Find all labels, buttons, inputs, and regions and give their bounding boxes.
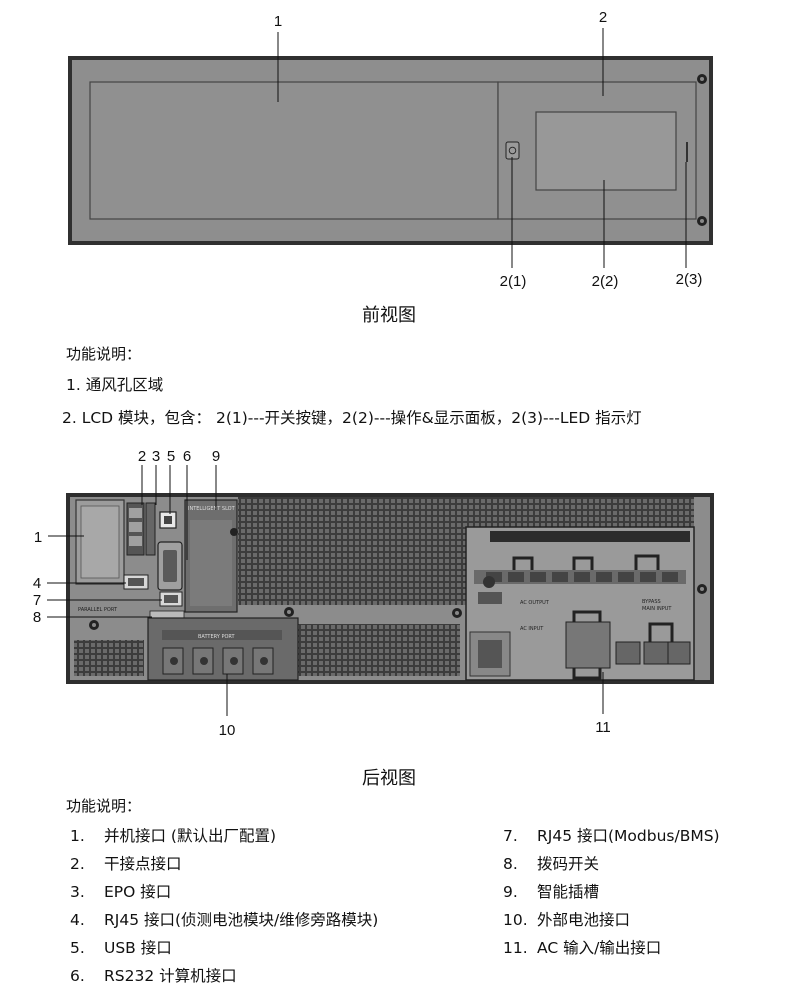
display-panel bbox=[535, 111, 677, 191]
label-battery-port: BATTERY PORT bbox=[198, 634, 236, 640]
power-icon bbox=[508, 146, 517, 155]
rear-description-item: 9.智能插槽 bbox=[503, 883, 600, 901]
rear-callout-10: 10 bbox=[219, 722, 236, 739]
rear-description-item: 3.EPO 接口 bbox=[70, 883, 172, 901]
front-callout-2-3: 2(3) bbox=[676, 271, 703, 288]
rear-callout-1: 1 bbox=[34, 529, 42, 546]
front-vent-area bbox=[89, 81, 499, 220]
rear-description-item: 6.RS232 计算机接口 bbox=[70, 967, 237, 985]
label-ac-input: AC INPUT bbox=[520, 626, 544, 632]
label-ac-output: AC OUTPUT bbox=[520, 600, 550, 606]
rear-description-item: 2.干接点接口 bbox=[70, 855, 182, 873]
rear-description-item: 10.外部电池接口 bbox=[503, 911, 631, 929]
rear-callout-11: 11 bbox=[595, 719, 611, 736]
rear-callout-2: 2 bbox=[138, 448, 146, 465]
rear-callout-4: 4 bbox=[33, 575, 41, 592]
label-main-input: MAIN INPUT bbox=[642, 606, 672, 612]
rear-callout-9: 9 bbox=[212, 448, 220, 465]
rear-description-item: 5.USB 接口 bbox=[70, 939, 172, 957]
rear-description-item: 1.并机接口 (默认出厂配置) bbox=[70, 827, 277, 845]
label-bypass: BYPASS bbox=[642, 599, 661, 605]
front-view-device bbox=[68, 56, 713, 245]
rear-callout-5: 5 bbox=[167, 448, 175, 465]
rear-callout-6: 6 bbox=[183, 448, 191, 465]
rear-vent-top-right bbox=[466, 497, 694, 527]
front-callout-2-2: 2(2) bbox=[592, 273, 619, 290]
rear-description-item: 4.RJ45 接口(侦测电池模块/维修旁路模块) bbox=[70, 911, 379, 929]
led-indicator bbox=[686, 142, 688, 162]
front-description-2: 2. LCD 模块，包含： 2(1)---开关按键，2(2)---操作&显示面板… bbox=[62, 409, 642, 427]
rear-vent-top bbox=[238, 497, 466, 605]
rear-view-caption: 后视图 bbox=[362, 768, 416, 789]
rear-callout-8: 8 bbox=[33, 609, 41, 626]
rear-vent-left bbox=[74, 640, 144, 676]
rear-vent-bottom bbox=[298, 624, 460, 676]
rear-description-item: 7.RJ45 接口(Modbus/BMS) bbox=[503, 827, 720, 845]
front-description-1: 1. 通风孔区域 bbox=[66, 376, 164, 394]
epo-port bbox=[145, 502, 156, 556]
front-leader-lines bbox=[277, 28, 687, 268]
front-callout-1: 1 bbox=[274, 13, 282, 30]
front-callout-2-1: 2(1) bbox=[500, 273, 527, 290]
rear-description-item: 8.拨码开关 bbox=[503, 855, 600, 873]
rear-callout-7: 7 bbox=[33, 592, 41, 609]
rear-description-item: 11.AC 输入/输出接口 bbox=[503, 939, 662, 957]
rear-view-device bbox=[66, 493, 714, 684]
power-button bbox=[505, 141, 520, 160]
front-function-heading: 功能说明： bbox=[66, 345, 142, 363]
rear-leader-lines bbox=[47, 465, 604, 716]
rear-callout-3: 3 bbox=[152, 448, 160, 465]
front-callout-2: 2 bbox=[599, 9, 607, 26]
front-view-caption: 前视图 bbox=[362, 305, 416, 326]
label-parallel-port: PARALLEL PORT bbox=[78, 607, 118, 613]
label-intelligent-slot: INTELLIGENT SLOT bbox=[188, 506, 236, 512]
rear-function-heading: 功能说明： bbox=[66, 797, 142, 815]
